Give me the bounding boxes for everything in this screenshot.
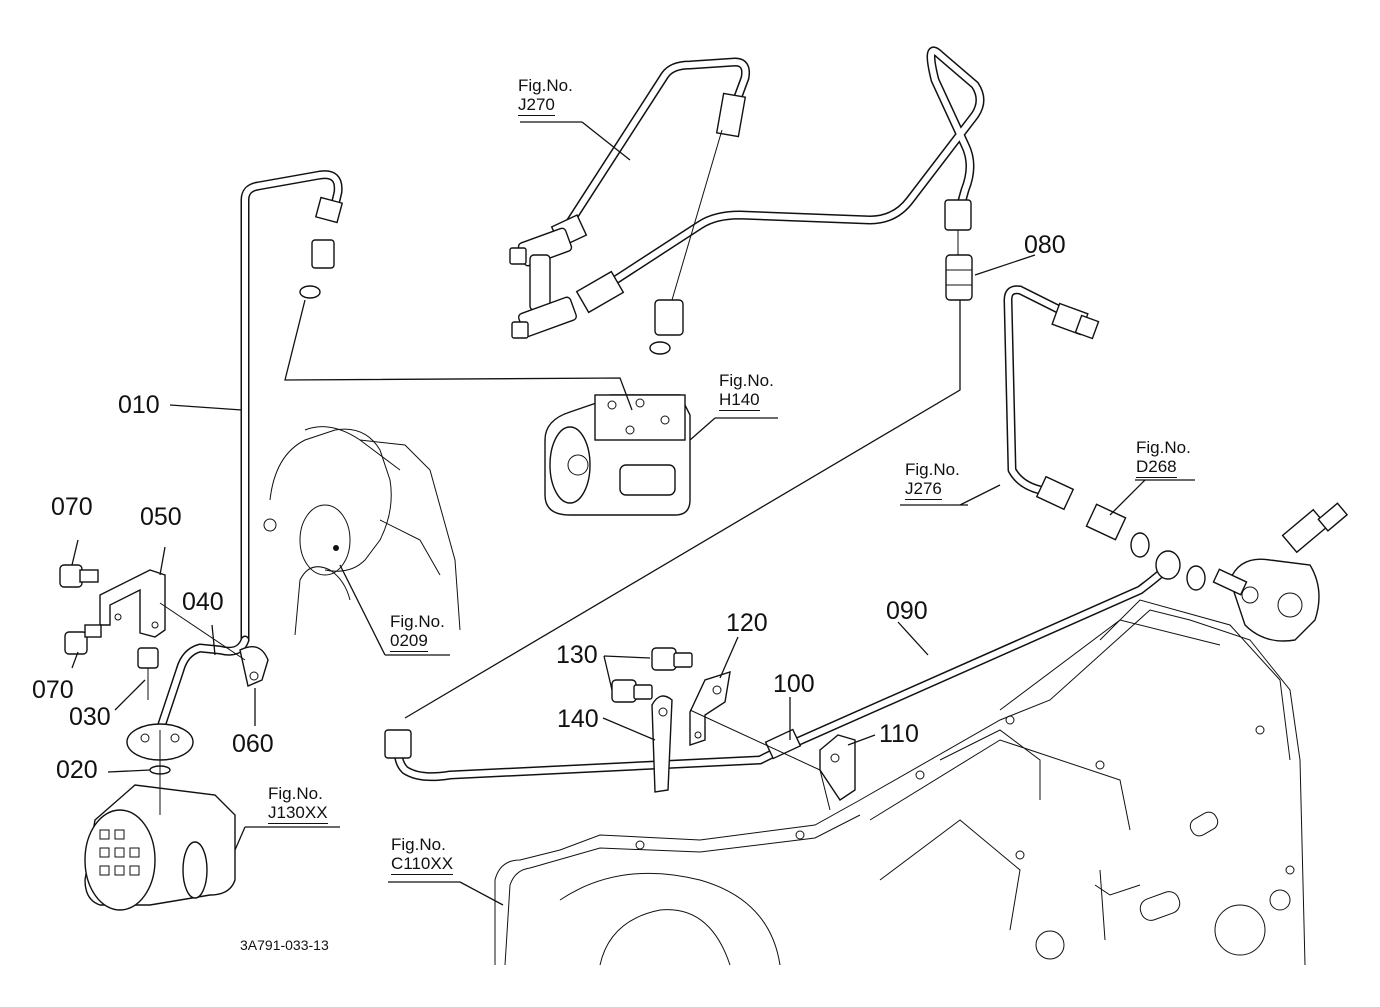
part-label-070-top[interactable]: 070 [51,493,93,521]
fig-ref-j276-number: J276 [905,479,942,501]
valve-d268 [1212,502,1349,642]
fig-ref-j130xx-number: J130XX [268,803,328,825]
part-label-040[interactable]: 040 [182,588,224,616]
pipe-090 [384,560,1175,782]
part-label-090[interactable]: 090 [886,597,928,625]
part-label-140[interactable]: 140 [557,705,599,733]
part-label-020[interactable]: 020 [56,756,98,784]
valve-h140 [544,394,691,516]
pipe-j270-right [575,46,985,314]
fitting-010-top [299,196,344,299]
part-label-080[interactable]: 080 [1024,231,1066,259]
fig-ref-c110xx[interactable]: Fig.No. C110XX [391,835,454,876]
fig-ref-j270[interactable]: Fig.No. J270 [518,76,573,117]
leader-lines [71,121,1195,906]
fitting-130 [611,647,693,703]
fig-ref-j276-prefix: Fig.No. [905,460,960,479]
part-label-070-bottom[interactable]: 070 [32,676,74,704]
part-label-030[interactable]: 030 [69,703,111,731]
bolt-070-top [59,564,99,588]
part-label-110[interactable]: 110 [879,720,919,748]
part-label-130[interactable]: 130 [556,641,598,669]
fitting-mid [649,299,684,355]
fitting-080 [945,254,973,301]
housing-0209 [263,426,461,636]
fig-ref-j276[interactable]: Fig.No. J276 [905,460,960,501]
transmission-case [494,599,1306,966]
bracket-120 [689,670,731,746]
clamp-140 [651,695,673,793]
part-label-060[interactable]: 060 [232,730,274,758]
fig-ref-j130xx-prefix: Fig.No. [268,784,323,803]
fig-ref-0209-number: 0209 [390,631,428,653]
fig-ref-h140[interactable]: Fig.No. H140 [719,371,774,412]
fig-ref-j270-number: J270 [518,95,555,117]
bolt-030 [137,647,159,700]
part-label-050[interactable]: 050 [140,503,182,531]
fig-ref-d268-number: D268 [1136,457,1177,479]
clamp-060 [239,646,269,687]
fig-ref-d268[interactable]: Fig.No. D268 [1136,438,1191,479]
pipe-010 [155,170,343,735]
fig-ref-0209[interactable]: Fig.No. 0209 [390,612,445,653]
bracket-050 [99,569,166,638]
fig-ref-c110xx-prefix: Fig.No. [391,835,446,854]
elbow-fittings [509,227,577,339]
part-label-010[interactable]: 010 [118,391,160,419]
diagram-code: 3A791-033-13 [240,937,329,953]
fig-ref-h140-number: H140 [719,390,760,412]
fig-ref-h140-prefix: Fig.No. [719,371,774,390]
part-label-100[interactable]: 100 [773,670,815,698]
fig-ref-c110xx-number: C110XX [391,854,454,876]
bolt-070-bottom [64,624,102,655]
pump-j130 [84,723,236,911]
fig-ref-j270-prefix: Fig.No. [518,76,573,95]
fig-ref-d268-prefix: Fig.No. [1136,438,1191,457]
pipe-j276 [1003,285,1206,591]
fig-ref-j130xx[interactable]: Fig.No. J130XX [268,784,328,825]
part-label-120[interactable]: 120 [726,609,768,637]
fig-ref-0209-prefix: Fig.No. [390,612,445,631]
